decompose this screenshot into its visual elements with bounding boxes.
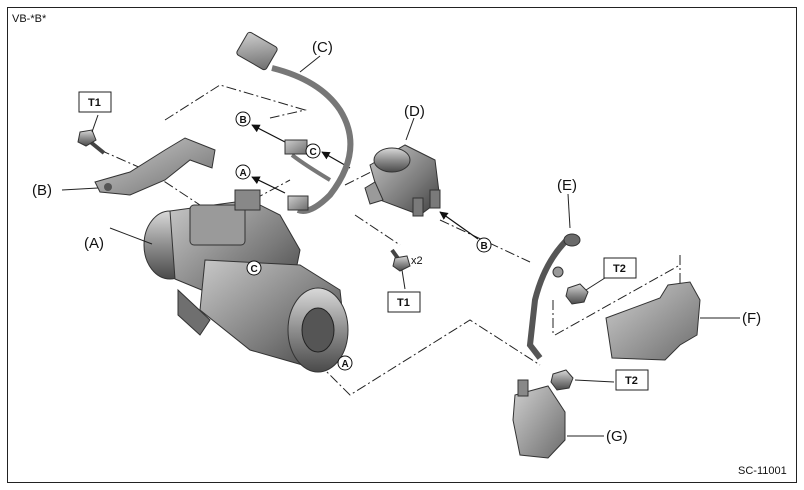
bolt-bottom xyxy=(390,248,411,272)
bolt-top xyxy=(77,129,106,155)
solenoid-part xyxy=(364,144,441,217)
mark-b-lower: B xyxy=(476,237,492,253)
quantity-note: x2 xyxy=(411,255,423,267)
torque-tag-t1-bottom: T1 xyxy=(387,291,421,313)
svg-text:T1: T1 xyxy=(88,97,101,109)
mark-c-lower: C xyxy=(246,260,262,276)
torque-tag-t2-upper: T2 xyxy=(603,257,637,279)
cover-f-part xyxy=(605,281,701,361)
starter-motor-part xyxy=(143,189,349,373)
label-d: (D) xyxy=(404,103,425,120)
mark-c-upper: C xyxy=(305,143,321,159)
header-code: VB-*B* xyxy=(12,13,47,25)
torque-tag-t2-lower: T2 xyxy=(615,369,649,391)
mark-a-upper: A xyxy=(235,164,251,180)
harness-part xyxy=(236,31,354,214)
nut-upper xyxy=(565,283,589,305)
figure-frame xyxy=(7,7,797,483)
svg-text:T2: T2 xyxy=(613,263,626,275)
mark-b-upper: B xyxy=(235,111,251,127)
svg-text:B: B xyxy=(240,115,247,126)
torque-tag-t1-top: T1 xyxy=(78,91,112,113)
cable-part xyxy=(526,233,581,360)
label-c: (C) xyxy=(312,39,333,56)
leader-lines xyxy=(61,55,740,437)
nut-lower xyxy=(550,369,574,391)
mark-a-lower: A xyxy=(337,355,353,371)
svg-text:C: C xyxy=(251,264,258,275)
figure-id: SC-11001 xyxy=(738,465,787,477)
label-f: (F) xyxy=(742,310,761,327)
svg-text:A: A xyxy=(240,168,247,179)
svg-text:T1: T1 xyxy=(397,297,410,309)
svg-text:C: C xyxy=(310,147,317,158)
label-a: (A) xyxy=(84,235,104,252)
svg-text:T2: T2 xyxy=(625,375,638,387)
label-b: (B) xyxy=(32,182,52,199)
label-g: (G) xyxy=(606,428,628,445)
label-e: (E) xyxy=(557,177,577,194)
svg-text:B: B xyxy=(481,241,488,252)
bracket-part xyxy=(94,137,216,196)
cap-g-part xyxy=(512,379,566,459)
svg-text:A: A xyxy=(342,359,349,370)
